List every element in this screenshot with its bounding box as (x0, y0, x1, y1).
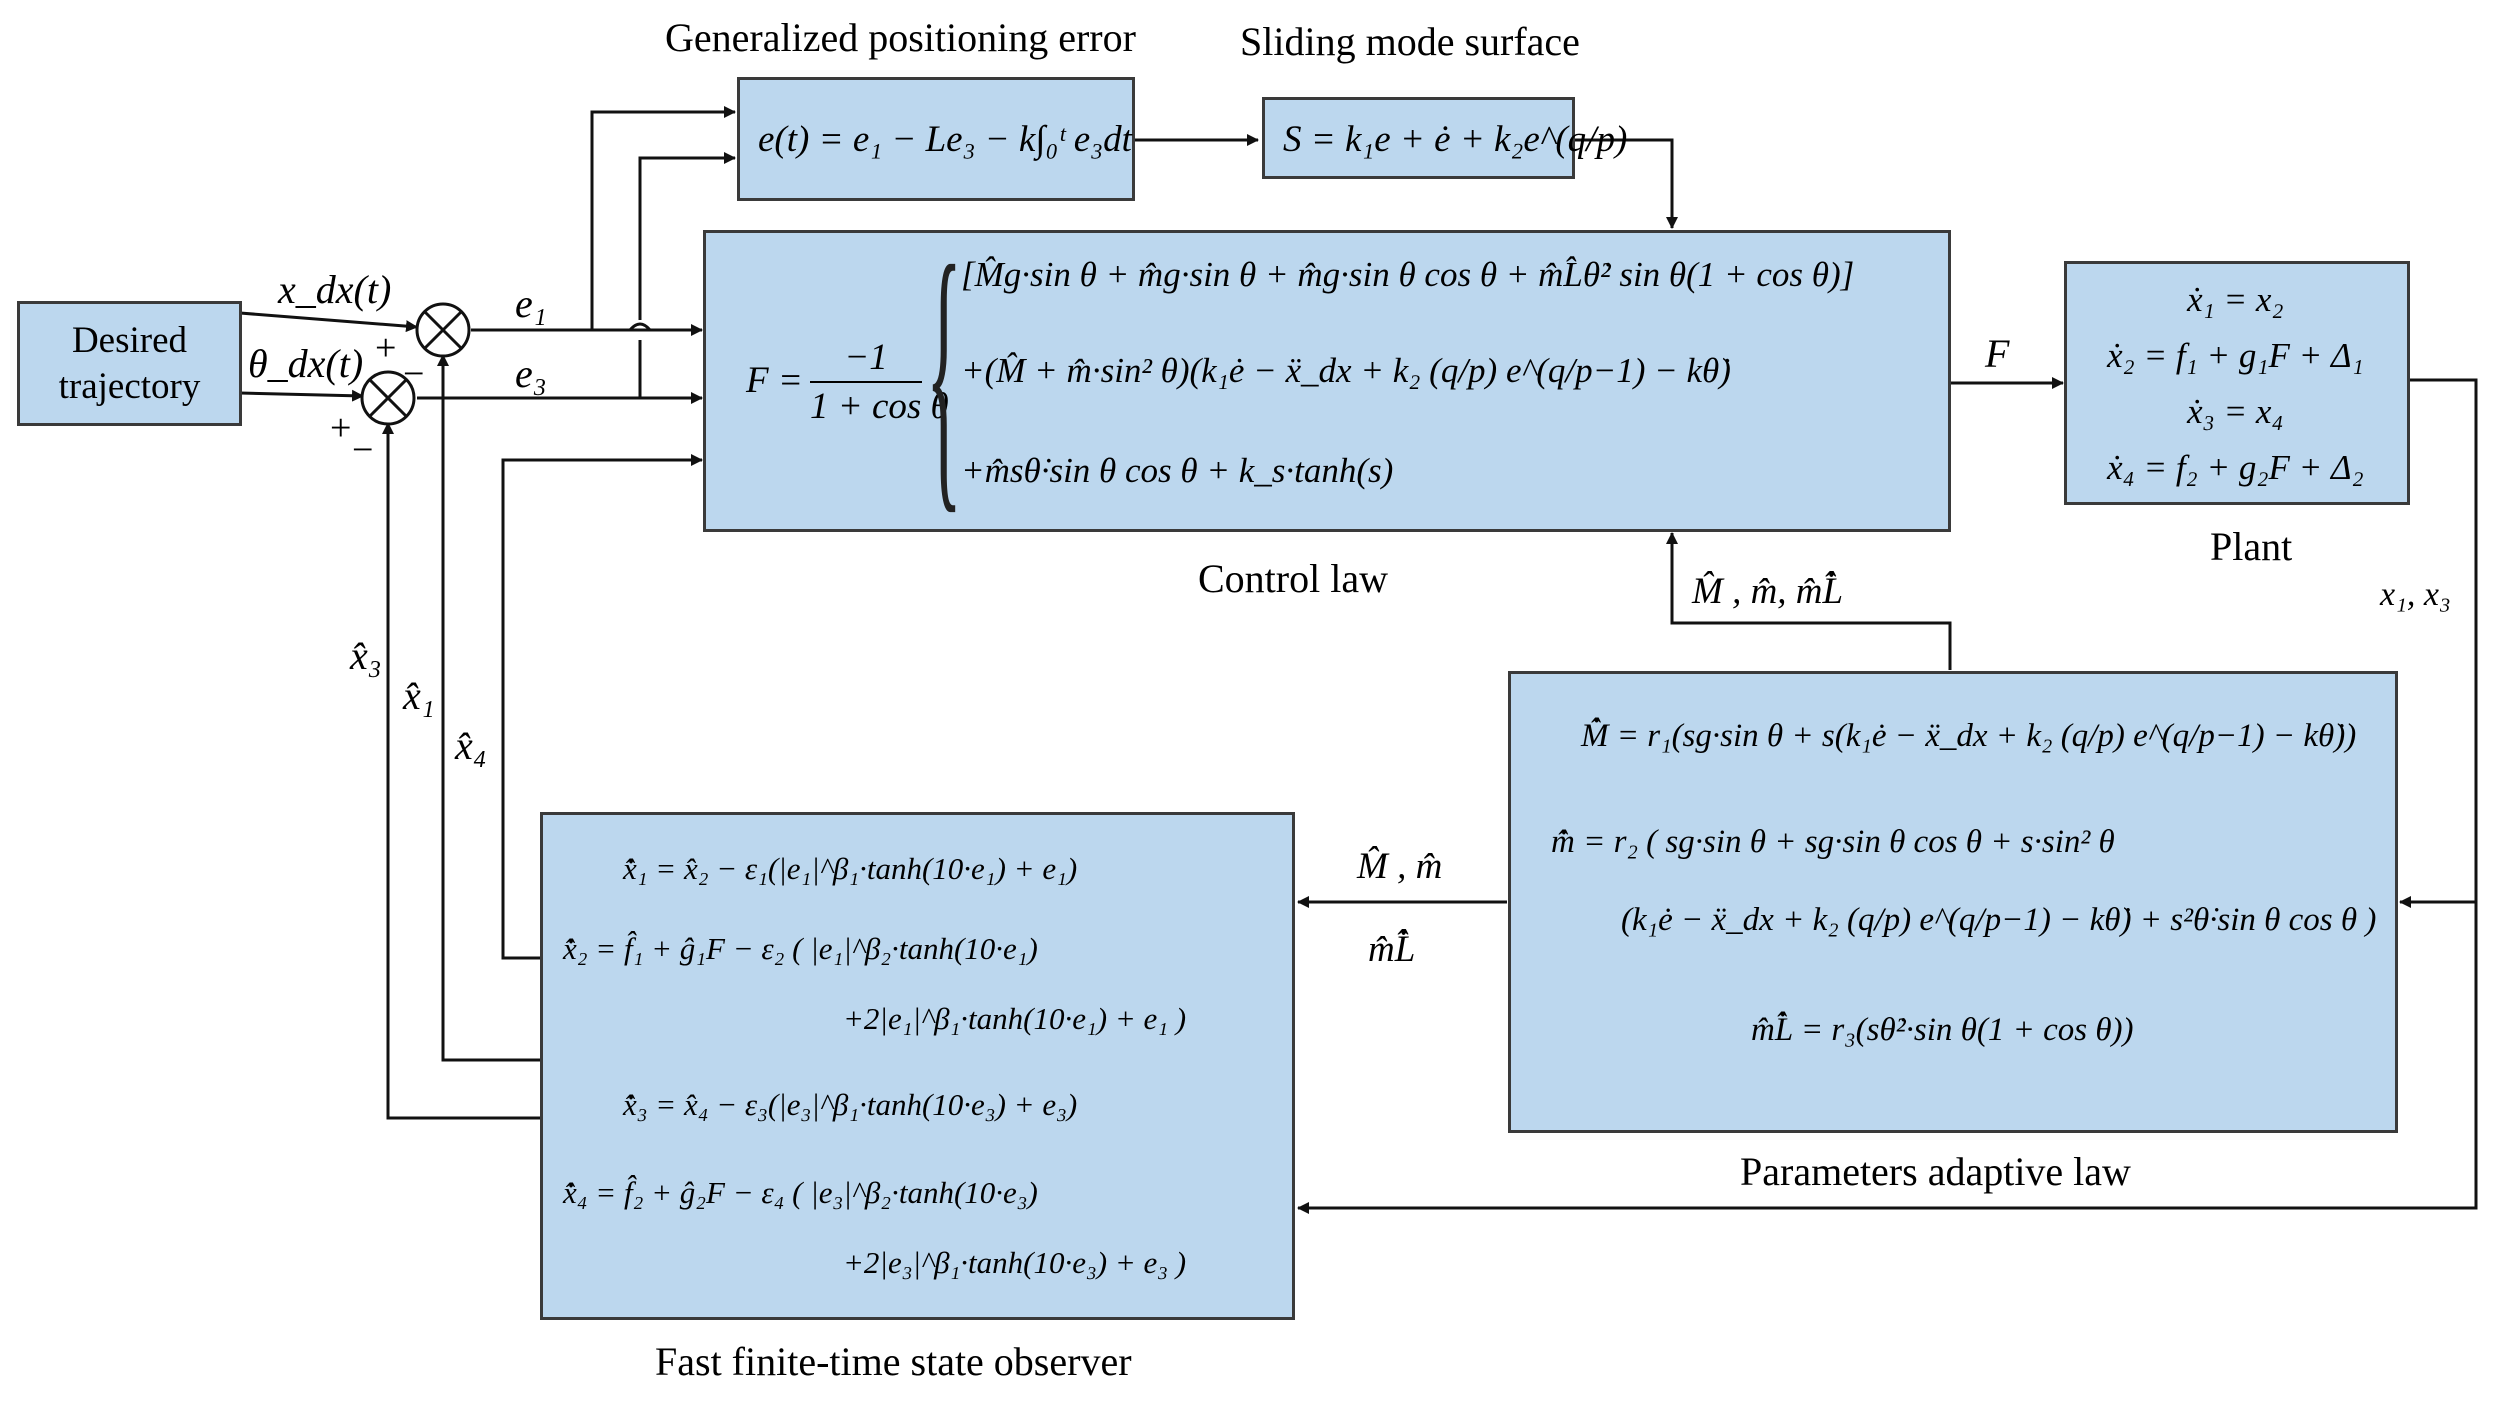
e1-to-generror (590, 106, 736, 330)
control-line-1: [M̂g·sin θ + m̂g·sin θ + m̂g·sin θ cos θ… (961, 255, 1855, 294)
control-line-2: +(M̂ + m̂·sin² θ)(k₁ė − ẍ_dx + k₂ (q/p) … (961, 351, 1731, 390)
adaptive-line-2a: m̂̇ = r₂ ( sg·sin θ + sg·sin θ cos θ + s… (1551, 824, 2115, 860)
adaptive-law-block: M̂̇ = r₁(sg·sin θ + s(k₁ė − ẍ_dx + k₂ (q… (1508, 671, 2398, 1133)
e3-label: e₃ (515, 351, 547, 396)
x1x3-label: x₁, x₃ (2380, 576, 2451, 613)
e3-to-generror (638, 158, 735, 398)
desired-trajectory-label: Desired trajectory (58, 320, 201, 407)
observer-line-1: x̂̇₁ = x̂₂ − ε₁(|e₁|^β₁·tanh(10·e₁) + e₁… (623, 851, 1078, 886)
x3hat-line (382, 422, 540, 1120)
control-law-block: F = −1 1 + cos θ { [M̂g·sin θ + m̂g·sin … (703, 221, 1951, 532)
observer-block: x̂̇₁ = x̂₂ − ε₁(|e₁|^β₁·tanh(10·e₁) + e₁… (540, 812, 1295, 1320)
control-line-3: +m̂sθ̇·sin θ cos θ + k_s·tanh(s) (961, 451, 1394, 490)
plus-sign-2: + (330, 407, 352, 449)
adaptive-line-1: M̂̇ = r₁(sg·sin θ + s(k₁ė − ẍ_dx + k₂ (q… (1581, 718, 2357, 754)
control-fraction-den: 1 + cos θ (810, 386, 949, 427)
minus-sign-1: − (403, 353, 425, 395)
plant-line-4: ẋ₄ = f₂ + g₂F + Δ₂ (2107, 448, 2364, 487)
sliding-surface-title: Sliding mode surface (1240, 19, 1580, 64)
adaptive-line-2b: (k₁ė − ẍ_dx + k₂ (q/p) e^(q/p−1) − kθ̇) … (1621, 902, 2377, 938)
thetadx-label: θ_dx(t) (248, 341, 364, 386)
observer-line-3: x̂̇₃ = x̂₄ − ε₃(|e₃|^β₁·tanh(10·e₃) + e₃… (623, 1087, 1078, 1122)
plus-sign-1: + (375, 327, 397, 369)
x1hat-line (437, 354, 540, 1062)
params-to-observer-label-2: m̂L̂̇ (1368, 929, 1416, 970)
sliding-to-control (1573, 138, 1678, 229)
thetadx-line (239, 389, 364, 402)
x1hat-label: x̂₁ (403, 673, 435, 718)
sliding-surface-equation: S = k₁e + ė + k₂e^(q/p) (1283, 119, 1628, 160)
observer-line-4b: +2|e₃|^β₁·tanh(10·e₃) + e₃ ) (843, 1245, 1187, 1280)
observer-line-2a: x̂̇₂ = f̂₁ + ĝ₁F − ε₂ ( |e₁|^β₂·tanh(10·… (563, 931, 1038, 966)
x4hat-label: x̂₄ (455, 723, 487, 768)
F-label: F (1985, 331, 2010, 376)
plant-line-3: ẋ₃ = x₄ (2187, 392, 2284, 431)
control-fraction: −1 1 + cos θ (810, 336, 949, 428)
plant-feedback (1297, 378, 2478, 1214)
generalized-error-title: Generalized positioning error (665, 15, 1136, 60)
generalized-error-block: e(t) = e₁ − Le₃ − k∫₀ᵗ e₃dt (737, 77, 1135, 201)
observer-line-4a: x̂̇₄ = f̂₂ + ĝ₂F − ε₄ ( |e₃|^β₂·tanh(10·… (563, 1175, 1038, 1210)
x3hat-label: x̂₃ (350, 633, 382, 678)
desired-trajectory-block: Desired trajectory (17, 301, 242, 426)
control-lhs: F = (746, 360, 803, 401)
adaptive-line-3: m̂L̂̇ = r₃(sθ̇²·sin θ(1 + cos θ)) (1751, 1012, 2134, 1048)
params-to-observer-label-1: M̂ , m̂ (1357, 846, 1443, 887)
left-brace: { (926, 205, 962, 537)
observer-title: Fast finite-time state observer (655, 1339, 1132, 1384)
adaptive-to-control (1666, 532, 1952, 670)
e1-label: e₁ (515, 281, 547, 326)
plant-title: Plant (2210, 524, 2293, 569)
observer-line-2b: +2|e₁|^β₁·tanh(10·e₁) + e₁ ) (843, 1001, 1187, 1036)
sliding-surface-block: S = k₁e + ė + k₂e^(q/p) (1262, 97, 1627, 179)
x4hat-line (501, 454, 703, 960)
adaptive-law-title: Parameters adaptive law (1740, 1149, 2131, 1194)
crossover-hop (628, 322, 652, 332)
xdx-label: x_dx(t) (278, 267, 392, 312)
xdx-line (239, 311, 418, 333)
control-fraction-num: −1 (844, 337, 888, 378)
fraction-bar (810, 381, 922, 383)
plant-block: ẋ₁ = x₂ ẋ₂ = f₁ + g₁F + Δ₁ ẋ₃ = x₄ ẋ₄ = … (2064, 261, 2410, 505)
generalized-error-equation: e(t) = e₁ − Le₃ − k∫₀ᵗ e₃dt (758, 119, 1132, 160)
control-law-title: Control law (1198, 556, 1388, 601)
plant-line-1: ẋ₁ = x₂ (2187, 280, 2284, 319)
plant-line-2: ẋ₂ = f₁ + g₁F + Δ₁ (2107, 336, 2364, 375)
minus-sign-2: − (352, 429, 374, 471)
params-to-control-label: M̂ , m̂, m̂L̂̇ (1692, 571, 1844, 612)
